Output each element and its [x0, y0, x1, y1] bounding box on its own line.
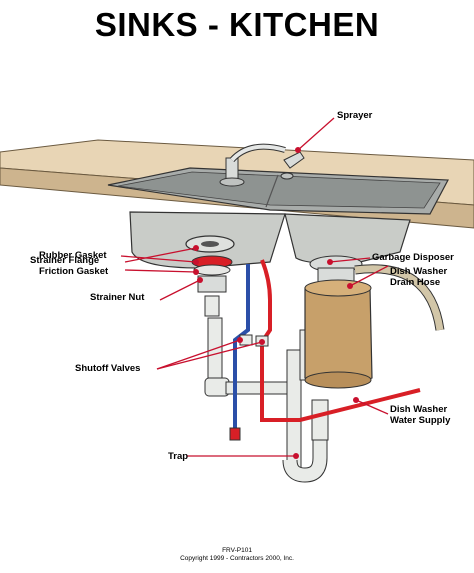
footer: FRV-P101 Copyright 1999 - Contractors 20… [0, 547, 474, 563]
callout-dots [193, 147, 359, 459]
callout-lines [120, 117, 389, 457]
callout-line-shutoff-valve-1 [156, 339, 241, 370]
callout-line-shutoff-valve-2 [156, 341, 263, 370]
strainer-assembly [185, 235, 235, 317]
label-strainer-flange: Strainer Flange [30, 255, 100, 266]
drain-pipes [204, 317, 329, 483]
callout-line-friction-gasket [124, 269, 197, 273]
garbage-disposer [304, 255, 373, 389]
label-shutoff-valves: Shutoff Valves [75, 363, 141, 374]
callout-line-sprayer [297, 117, 335, 151]
label-friction-gasket: Friction Gasket [39, 266, 109, 277]
label-strainer-nut: Strainer Nut [90, 292, 145, 303]
sprayer [280, 151, 305, 180]
footer-code: FRV-P101 [222, 547, 252, 554]
faucet [219, 143, 286, 187]
footer-copyright: Copyright 1999 - Contractors 2000, Inc. [180, 555, 294, 562]
label-dish-washer-water-supply: Dish Washer Water Supply [390, 404, 451, 426]
callout-line-strainer-nut [159, 279, 201, 301]
label-garbage-disposer: Garbage Disposer [372, 252, 454, 263]
callout-line-garbage-disposer [329, 257, 371, 263]
page-title: SINKS - KITCHEN [94, 6, 380, 43]
label-sprayer: Sprayer [337, 110, 373, 121]
sink-basin-top [107, 167, 449, 215]
callout-line-drain-hose [349, 265, 389, 287]
label-trap: Trap [168, 451, 189, 462]
callout-line-rubber-gasket [120, 255, 197, 263]
label-rubber-gasket: Rubber Gasket [39, 250, 107, 261]
callout-line-strainer-flange [124, 247, 197, 263]
callout-line-water-supply [355, 399, 389, 415]
label-dish-washer-drain-hose: Dish Washer Drain Hose [390, 266, 448, 288]
